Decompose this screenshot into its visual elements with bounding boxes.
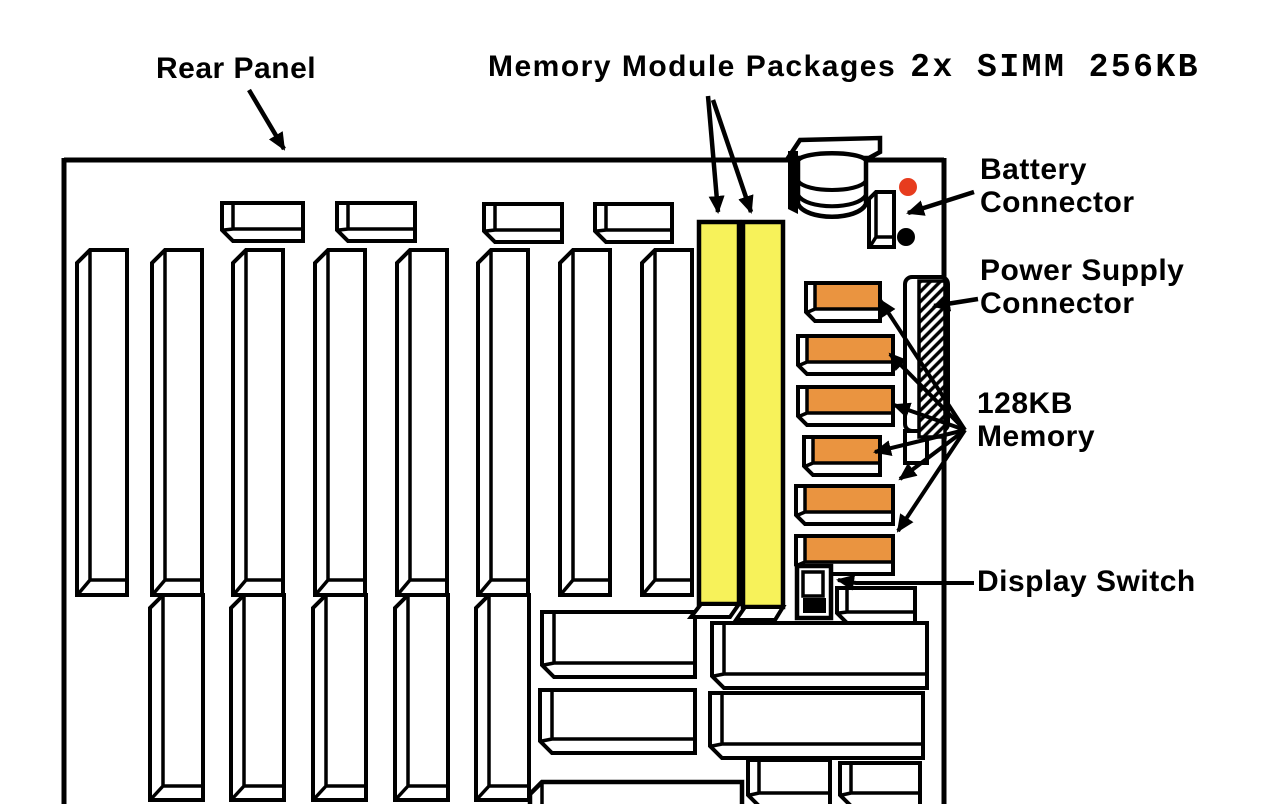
cylinder-body xyxy=(795,151,869,219)
label-power-supply-connector: Power Supply Connector xyxy=(980,254,1184,320)
simm-module-2-foot xyxy=(732,605,787,622)
memory-arrow-2 xyxy=(888,352,967,432)
top-connectors xyxy=(220,201,674,244)
display-switch-slider xyxy=(801,570,825,598)
battery-connector-part xyxy=(867,190,896,249)
expansion-slot-3 xyxy=(231,248,285,597)
memory-chip-128kb-3 xyxy=(796,385,895,427)
callout-arrows xyxy=(247,88,979,591)
expansion-slot-8 xyxy=(640,248,694,597)
cylinder-rim xyxy=(796,193,868,209)
component-box-2 xyxy=(710,621,929,690)
memory-chip-128kb-2 xyxy=(796,334,895,376)
memory-128kb-line2: Memory xyxy=(977,420,1096,453)
expansion-slot-2 xyxy=(150,248,204,597)
rear-panel-text: Rear Panel xyxy=(156,52,317,85)
memory-chip-128kb-4 xyxy=(802,435,882,477)
expansion-slot-1 xyxy=(75,248,129,597)
simm-arrow-2 xyxy=(710,99,754,214)
component-box-6 xyxy=(838,761,922,804)
component-box-3 xyxy=(538,688,697,755)
expansion-slot-5 xyxy=(395,248,449,597)
cylinder-bracket-leg xyxy=(788,151,798,214)
memory-arrow-1 xyxy=(878,298,967,432)
simm-module-2-body xyxy=(740,219,786,610)
memory-arrow-3 xyxy=(892,402,966,432)
memory-arrow-6 xyxy=(896,428,967,533)
memory-modules-spec-text: 2x SIMM 256KB xyxy=(910,49,1201,86)
expansion-slot-lower-2 xyxy=(148,593,205,802)
cylinder-band xyxy=(796,179,868,192)
simm-module-1-foot xyxy=(686,602,743,619)
component-box-4 xyxy=(708,691,925,760)
top-connector-4 xyxy=(593,202,674,244)
battery-dot-black xyxy=(897,228,915,246)
display-switch-base xyxy=(803,598,826,613)
label-rear-panel: Rear Panel xyxy=(156,52,316,85)
memory-128kb-line1: 128KB xyxy=(977,387,1073,420)
display-switch-text: Display Switch xyxy=(977,565,1196,598)
expansion-slot-lower-6 xyxy=(474,593,531,802)
top-connector-1 xyxy=(220,201,305,243)
power-supply-line1: Power Supply xyxy=(980,254,1185,287)
misc-slabs xyxy=(867,190,896,249)
label-128kb-memory: 128KB Memory xyxy=(977,387,1095,453)
memory-arrow-4 xyxy=(873,428,966,456)
partial-bottom-component xyxy=(527,779,745,804)
power-arrow xyxy=(932,295,979,312)
simm-module-1 xyxy=(686,219,743,619)
expansion-slot-lower-5 xyxy=(393,593,450,802)
simm-arrow-1 xyxy=(705,95,725,214)
label-display-switch: Display Switch xyxy=(977,565,1196,598)
expansion-slot-7 xyxy=(558,248,612,597)
expansion-slot-4 xyxy=(313,248,367,597)
battery-connector-line2: Connector xyxy=(980,186,1135,219)
component-boxes xyxy=(538,586,929,804)
expansion-slot-lower-3 xyxy=(229,593,286,802)
battery-dot-red xyxy=(899,178,917,196)
battery-connector-line1: Battery xyxy=(980,153,1087,186)
component-box-5 xyxy=(746,758,832,804)
battery-arrow xyxy=(906,189,975,216)
memory-chip-128kb-1 xyxy=(804,281,882,323)
top-connector-2 xyxy=(335,201,417,243)
label-battery-connector: Battery Connector xyxy=(980,153,1135,219)
rear-panel-arrow xyxy=(247,88,286,151)
cylindrical-component xyxy=(783,135,883,219)
expansion-slots xyxy=(75,248,694,802)
memory-chips-128kb xyxy=(794,281,895,576)
expansion-slot-lower-4 xyxy=(311,593,368,802)
label-memory-modules: Memory Module Packages 2x SIMM 256KB xyxy=(488,50,1200,84)
expansion-slot-6 xyxy=(476,248,530,597)
memory-modules-text: Memory Module Packages xyxy=(488,50,897,83)
simm-module-2 xyxy=(732,219,787,622)
component-box-1 xyxy=(540,610,697,679)
memory-chip-128kb-5 xyxy=(794,484,895,526)
memory-arrow-5 xyxy=(898,428,967,481)
component-box-7 xyxy=(835,586,917,625)
top-connector-3 xyxy=(482,202,564,244)
display-switch-arrow xyxy=(836,574,974,591)
display-switch-part xyxy=(794,563,834,621)
simm-module-1-body xyxy=(696,219,742,607)
power-supply-line2: Connector xyxy=(980,287,1135,320)
